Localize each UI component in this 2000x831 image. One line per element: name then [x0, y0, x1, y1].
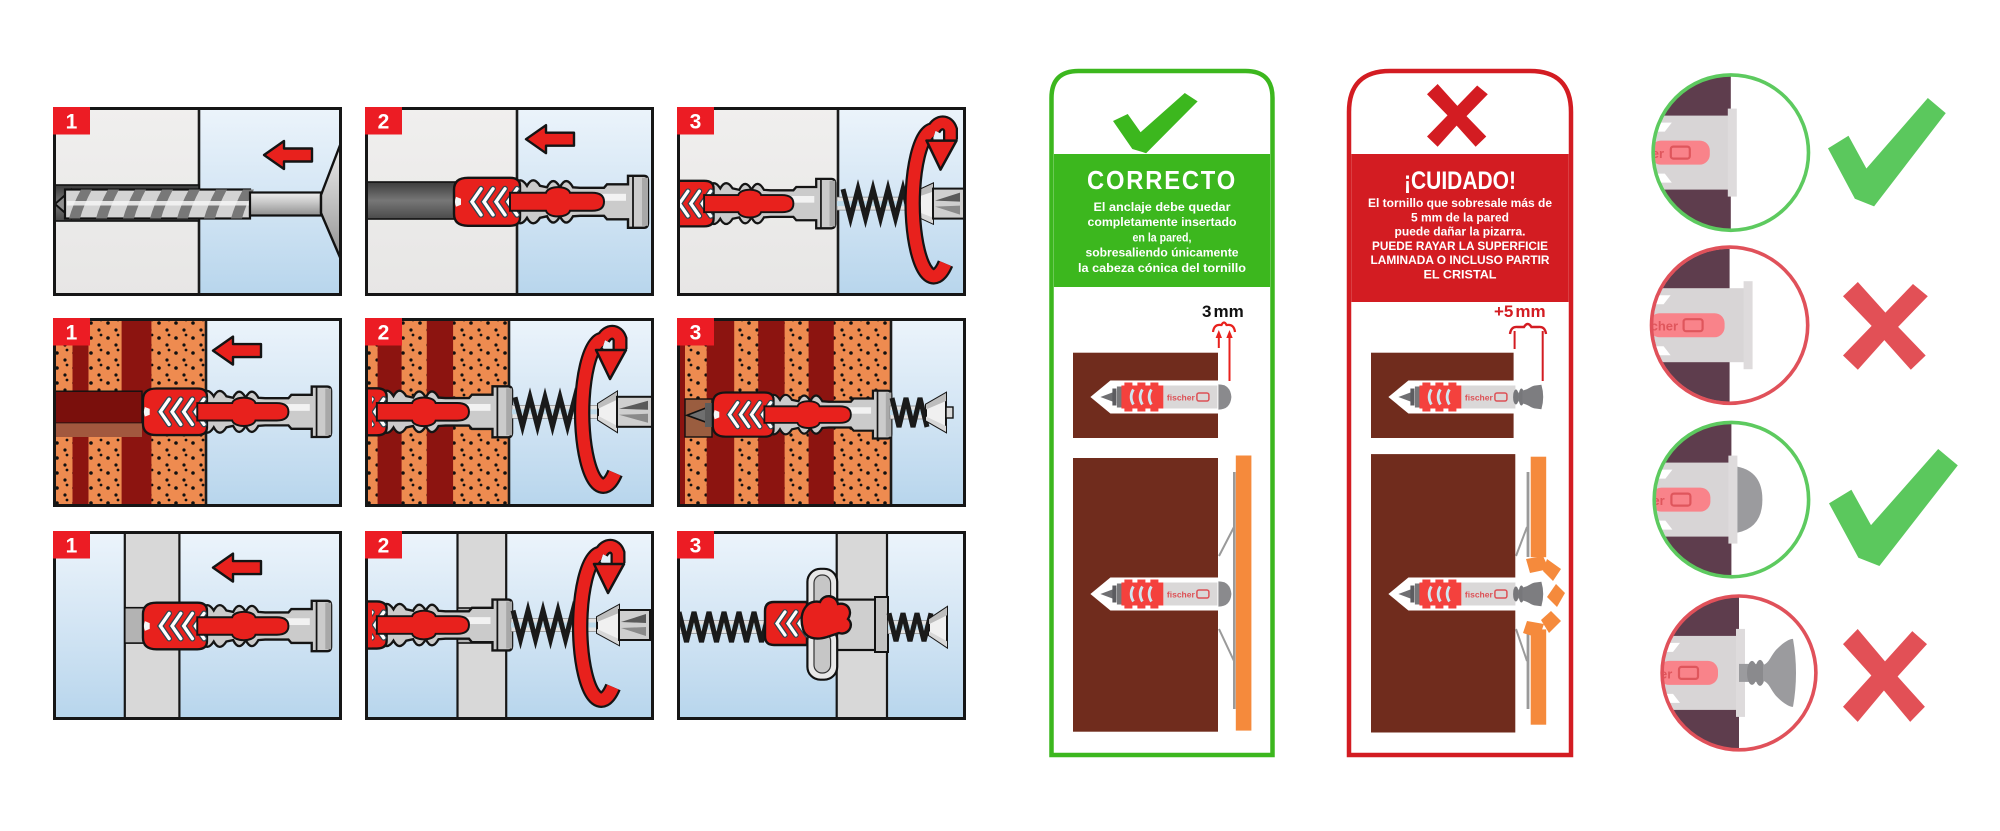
svg-text:3: 3 [690, 322, 702, 345]
svg-text:PUEDE RAYAR LA SUPERFICIE: PUEDE RAYAR LA SUPERFICIE [1372, 239, 1548, 253]
svg-text:El tornillo que sobresale más: El tornillo que sobresale más de [1368, 196, 1552, 210]
svg-text:¡CUIDADO!: ¡CUIDADO! [1404, 167, 1516, 195]
svg-text:LAMINADA O INCLUSO PARTIR: LAMINADA O INCLUSO PARTIR [1371, 253, 1550, 267]
svg-text:1: 1 [66, 111, 78, 134]
svg-text:completamente insertado: completamente insertado [1088, 215, 1237, 229]
svg-text:puede dañar la pizarra.: puede dañar la pizarra. [1395, 225, 1526, 239]
svg-text:sobresaliendo únicamente: sobresaliendo únicamente [1086, 246, 1239, 260]
svg-text:CORRECTO: CORRECTO [1087, 165, 1237, 195]
svg-text:EL CRISTAL: EL CRISTAL [1424, 268, 1497, 282]
svg-text:en la pared,: en la pared, [1133, 230, 1192, 244]
svg-text:3: 3 [690, 111, 702, 134]
svg-text:2: 2 [378, 322, 390, 345]
svg-text:la cabeza cónica del tornillo: la cabeza cónica del tornillo [1078, 261, 1246, 275]
svg-text:3mm: 3mm [1202, 302, 1244, 321]
svg-text:5 mm de la pared: 5 mm de la pared [1411, 210, 1509, 224]
svg-text:2: 2 [378, 111, 390, 134]
svg-text:1: 1 [66, 535, 78, 558]
svg-text:+5mm: +5mm [1494, 302, 1546, 321]
svg-text:3: 3 [690, 535, 702, 558]
svg-text:2: 2 [378, 535, 390, 558]
svg-text:El anclaje debe quedar: El anclaje debe quedar [1094, 200, 1231, 214]
svg-text:1: 1 [66, 322, 78, 345]
